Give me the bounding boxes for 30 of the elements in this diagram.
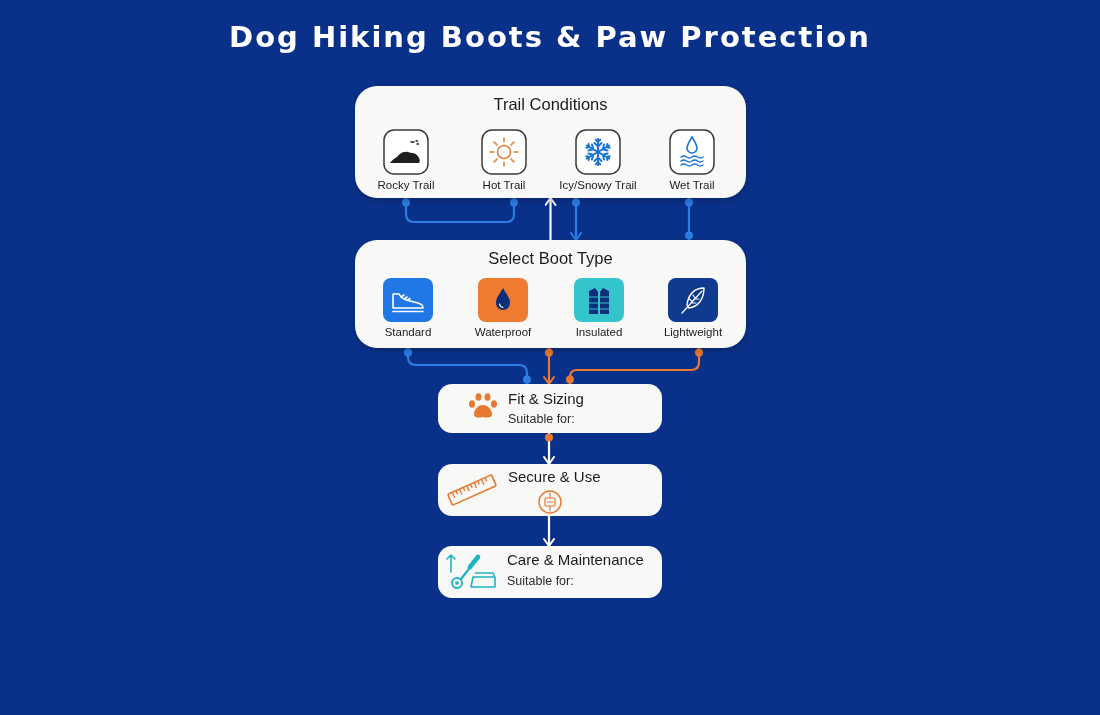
connector-arrow (543, 346, 555, 386)
step-title: Fit & Sizing (508, 389, 584, 408)
connector-line (685, 196, 693, 242)
item-label: Rocky Trail (377, 178, 435, 192)
item-label: Waterproof (474, 325, 532, 339)
panel-title: Trail Conditions (493, 94, 608, 115)
item-label: Wet Trail (669, 178, 715, 192)
connector-line (402, 196, 518, 224)
item-label: Hot Trail (482, 178, 526, 192)
connector-arrow (543, 431, 555, 466)
item-label: Lightweight (663, 325, 723, 339)
connector-arrow (570, 196, 582, 242)
connector-line (404, 346, 531, 386)
step-subtitle: Suitable for: (508, 411, 575, 427)
panel-card (355, 240, 746, 348)
step-title: Care & Maintenance (507, 550, 644, 569)
step-subtitle: Suitable for: (507, 573, 574, 589)
step-box (438, 546, 662, 598)
connector-line (566, 346, 703, 386)
step-box (438, 464, 662, 516)
panel-title: Select Boot Type (488, 248, 613, 269)
panel-card (355, 86, 746, 198)
connector-arrow (543, 514, 555, 548)
step-box (438, 384, 662, 433)
step-title: Secure & Use (508, 467, 601, 486)
item-label: Icy/Snowy Trail (559, 178, 637, 192)
item-label: Insulated (575, 325, 623, 339)
diagram-title: Dog Hiking Boots & Paw Protection (229, 19, 871, 56)
connector-arrow (544, 196, 557, 242)
item-label: Standard (384, 325, 432, 339)
